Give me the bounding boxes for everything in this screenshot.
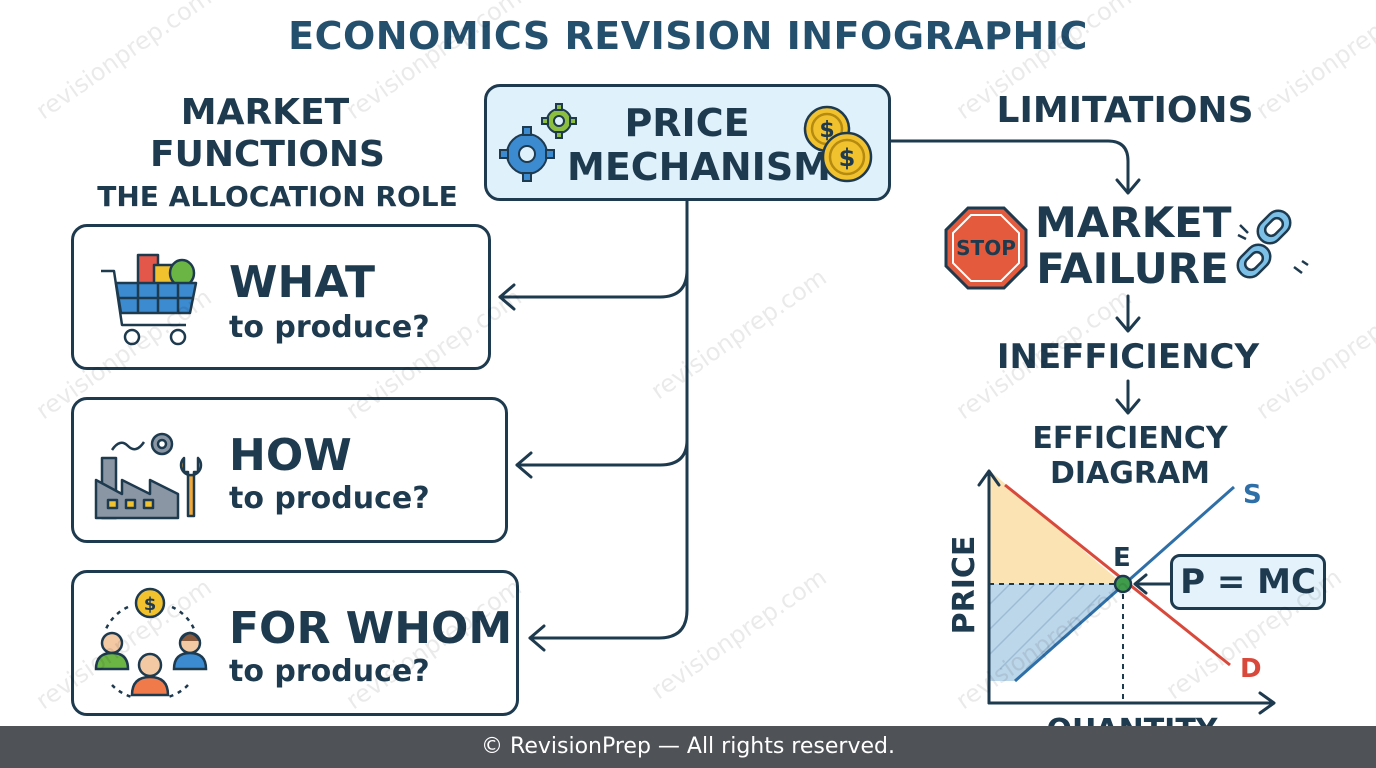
y-axis-arrowhead: [977, 469, 1001, 487]
y-axis-label: PRICE: [947, 536, 982, 635]
efficiency-diagram: S D E PRICE QUANTITY: [947, 469, 1276, 745]
broken-chain-icon: [1236, 209, 1309, 279]
card-what-title: WHAT: [229, 257, 376, 308]
coins-icon: $ $: [803, 105, 873, 183]
market-failure-heading: MARKET FAILURE: [1035, 198, 1232, 293]
inefficiency-heading: INEFFICIENCY: [996, 337, 1260, 377]
stop-sign-icon: STOP: [944, 206, 1028, 290]
card-for-whom-subtitle: to produce?: [229, 654, 430, 689]
efficiency-diagram-title: EFFICIENCY DIAGRAM: [1032, 421, 1228, 491]
copyright-footer: © RevisionPrep — All rights reserved.: [0, 726, 1376, 768]
card-for-whom: $ FOR WHOM to produce?: [71, 570, 519, 716]
shopping-cart-icon: [101, 253, 198, 346]
card-how-subtitle: to produce?: [229, 481, 430, 516]
market-functions-line2: FUNCTIONS: [150, 134, 385, 175]
market-failure-line1: MARKET: [1035, 198, 1232, 247]
demand-label: D: [1240, 654, 1262, 684]
producer-surplus-hatching: [988, 583, 1101, 670]
equilibrium-label: E: [1113, 543, 1131, 573]
x-axis-arrowhead: [1258, 691, 1276, 715]
supply-label: S: [1243, 480, 1262, 510]
limitations-heading: LIMITATIONS: [996, 90, 1254, 131]
gears-icon: [499, 103, 577, 182]
price-mechanism-line2: MECHANISM: [567, 145, 831, 189]
card-for-whom-title: FOR WHOM: [229, 603, 513, 654]
svg-text:$: $: [839, 144, 856, 172]
price-mechanism-line1: PRICE: [624, 101, 750, 145]
stop-sign-text: STOP: [956, 236, 1016, 260]
svg-text:$: $: [819, 118, 834, 143]
people-icon: $: [94, 587, 208, 699]
market-failure-line2: FAILURE: [1036, 244, 1229, 293]
card-how: HOW to produce?: [71, 397, 508, 543]
market-functions-line1: MARKET: [180, 92, 350, 133]
svg-text:$: $: [144, 594, 157, 615]
infographic-title: ECONOMICS REVISION INFOGRAPHIC: [288, 14, 1088, 58]
price-mechanism-box: PRICE MECHANISM $ $: [484, 84, 891, 201]
market-functions-heading: MARKET FUNCTIONS: [150, 92, 385, 176]
card-what-subtitle: to produce?: [229, 310, 430, 345]
pmc-pointer-arrowhead: [1133, 573, 1148, 595]
p-equals-mc-box: P = MC: [1170, 554, 1326, 610]
price-mechanism-label: PRICE MECHANISM: [567, 101, 831, 189]
demand-curve: [1004, 483, 1231, 667]
equilibrium-point: [1113, 574, 1133, 594]
card-what: WHAT to produce?: [71, 224, 491, 370]
factory-icon: [94, 432, 203, 520]
producer-surplus-area: [989, 584, 1123, 681]
card-how-title: HOW: [229, 430, 352, 481]
allocation-role-subtitle: THE ALLOCATION ROLE: [97, 180, 458, 213]
